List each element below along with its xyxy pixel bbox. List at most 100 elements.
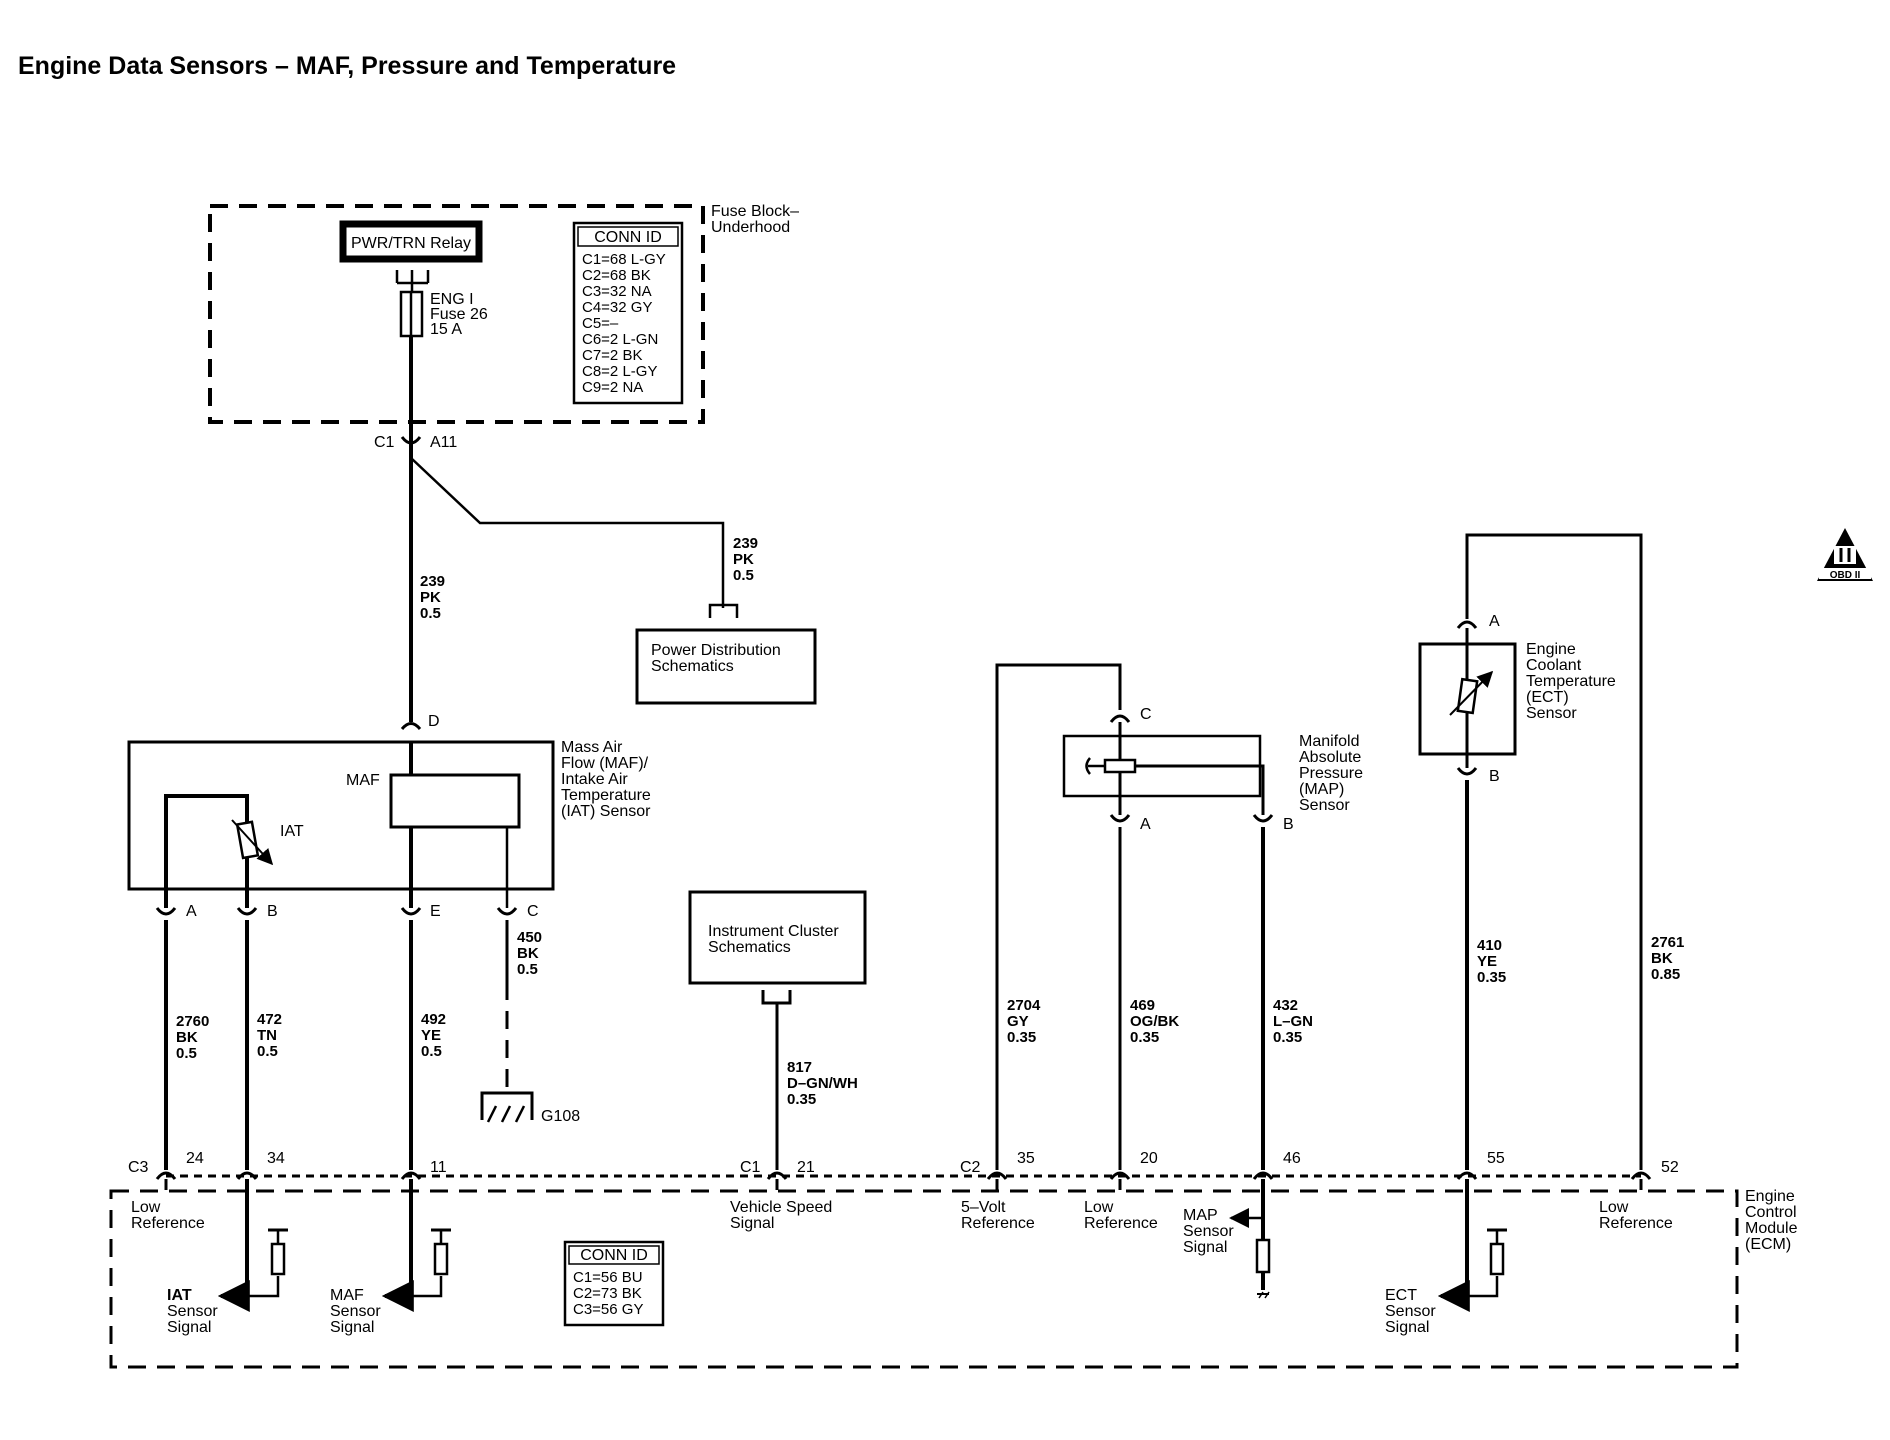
ecm-5v-ref: 5–Volt	[961, 1199, 1006, 1216]
fuse-conn-id-row: C2=68 BK	[582, 267, 651, 284]
fuse-number: Fuse 26	[430, 306, 488, 323]
ecm-connector-c3: C3	[128, 1159, 149, 1176]
instrument-cluster-label: Instrument Cluster	[708, 923, 839, 940]
maf-label: Intake Air	[561, 771, 628, 788]
power-dist-label: Schematics	[651, 658, 734, 675]
map-label: Manifold	[1299, 733, 1359, 750]
maf-element-label: MAF	[346, 772, 380, 789]
ecm-5v-ref: Reference	[961, 1215, 1035, 1232]
wire-label: 0.5	[733, 567, 754, 584]
wire-label: YE	[1477, 953, 1497, 970]
ecm-conn-id-row: C1=56 BU	[573, 1269, 643, 1286]
wire-label: 0.5	[517, 961, 538, 978]
ecm-pin-52: 52	[1661, 1159, 1679, 1176]
fuse-conn-id-row: C3=32 NA	[582, 283, 652, 300]
ecm-maf-signal: MAF	[330, 1287, 364, 1304]
ect-pin-b: B	[1489, 768, 1500, 785]
ecm-label: Engine	[1745, 1188, 1795, 1205]
ect-label: Engine	[1526, 641, 1576, 658]
obd-ii-text: OBD II	[1830, 570, 1861, 581]
fuse-conn-id-row: C9=2 NA	[582, 379, 643, 396]
map-pin-a: A	[1140, 816, 1151, 833]
ecm-low-ref-1: Reference	[131, 1215, 205, 1232]
wire-label: 469	[1130, 997, 1155, 1014]
ect-pullup-resistor	[1489, 1242, 1505, 1276]
ecm-maf-signal: Signal	[330, 1319, 374, 1336]
ecm-pin-21: 21	[797, 1159, 815, 1176]
ecm-pin-34: 34	[267, 1150, 285, 1167]
fuse-conn-id-row: C8=2 L-GY	[582, 363, 657, 380]
wire-label: YE	[421, 1027, 441, 1044]
ground-g108: G108	[480, 1091, 580, 1125]
map-pulldown-resistor	[1255, 1238, 1271, 1274]
maf-label: Mass Air	[561, 739, 623, 756]
relay-label: PWR/TRN Relay	[351, 235, 471, 252]
ect-label: (ECT)	[1526, 689, 1569, 706]
wire-label: 0.5	[257, 1043, 278, 1060]
ecm-pin-24: 24	[186, 1150, 204, 1167]
maf-pin-c: C	[527, 903, 539, 920]
ecm-connector-c2: C2	[960, 1159, 981, 1176]
instrument-cluster-box	[688, 890, 867, 985]
ecm-vss-signal: Vehicle Speed	[730, 1199, 832, 1216]
power-dist-label: Power Distribution	[651, 642, 781, 659]
wire-label: L–GN	[1273, 1013, 1313, 1030]
fuse-name: ENG I	[430, 291, 474, 308]
wire-label: BK	[1651, 950, 1673, 967]
wire-label: 0.85	[1651, 966, 1680, 983]
wire-label: 817	[787, 1059, 812, 1076]
wire-label: 450	[517, 929, 542, 946]
ecm-iat-signal: Sensor	[167, 1303, 218, 1320]
ecm-connector-c1: C1	[740, 1159, 761, 1176]
maf-pin-e: E	[430, 903, 441, 920]
obd-ii-badge: OBD II	[1817, 528, 1873, 581]
ecm-map-signal: MAP	[1183, 1207, 1218, 1224]
map-label: Pressure	[1299, 765, 1363, 782]
instrument-cluster-label: Schematics	[708, 939, 791, 956]
wire-label: 2704	[1007, 997, 1041, 1014]
ecm-pin-35: 35	[1017, 1150, 1035, 1167]
ect-label: Sensor	[1526, 705, 1577, 722]
ecm-label: Module	[1745, 1220, 1798, 1237]
ecm-low-ref-2: Reference	[1084, 1215, 1158, 1232]
ecm-pin-46: 46	[1283, 1150, 1301, 1167]
map-label: (MAP)	[1299, 781, 1344, 798]
map-pin-c: C	[1140, 706, 1152, 723]
wire-label: 2760	[176, 1013, 209, 1030]
ecm-low-ref-2: Low	[1084, 1199, 1114, 1216]
fuse-conn-id-row: C5=–	[582, 315, 619, 332]
maf-pin-b: B	[267, 903, 278, 920]
wire-label: 0.35	[787, 1091, 816, 1108]
fuse-block-label-line2: Underhood	[711, 219, 790, 236]
wire-label: BK	[176, 1029, 198, 1046]
wire-label: PK	[733, 551, 754, 568]
fuse-conn-id-row: C7=2 BK	[582, 347, 642, 364]
ecm-maf-signal: Sensor	[330, 1303, 381, 1320]
ecm-iat-signal: IAT	[167, 1287, 192, 1304]
ecm-pin-55: 55	[1487, 1150, 1505, 1167]
wire-label: 492	[421, 1011, 446, 1028]
wire-label: 0.35	[1477, 969, 1506, 986]
map-label: Sensor	[1299, 797, 1350, 814]
ecm-map-signal: Sensor	[1183, 1223, 1234, 1240]
wire-label: 432	[1273, 997, 1298, 1014]
iat-element-label: IAT	[280, 823, 304, 840]
ecm-conn-id-row: C2=73 BK	[573, 1285, 642, 1302]
ecm-label: Control	[1745, 1204, 1797, 1221]
maf-iat-sensor: D Mass Air Flow (MAF)/ Intake Air Temper…	[127, 713, 651, 920]
ecm-ect-signal: Signal	[1385, 1319, 1429, 1336]
page-title: Engine Data Sensors – MAF, Pressure and …	[18, 52, 677, 80]
ecm-iat-signal: Signal	[167, 1319, 211, 1336]
ecm-conn-id-row: C3=56 GY	[573, 1301, 643, 1318]
ecm-low-ref-3: Reference	[1599, 1215, 1673, 1232]
ecm-pin-11: 11	[430, 1159, 447, 1176]
wire-label: 2761	[1651, 934, 1684, 951]
wire-2761	[1465, 533, 1643, 1170]
fuse-conn-id-table: CONN ID C1=68 L-GY C2=68 BK C3=32 NA C4=…	[572, 221, 684, 405]
wire-label: BK	[517, 945, 539, 962]
wire-label: 0.5	[176, 1045, 197, 1062]
fuse-block-label-line1: Fuse Block–	[711, 203, 799, 220]
maf-element	[389, 773, 521, 829]
ecm-label: (ECM)	[1745, 1236, 1791, 1253]
